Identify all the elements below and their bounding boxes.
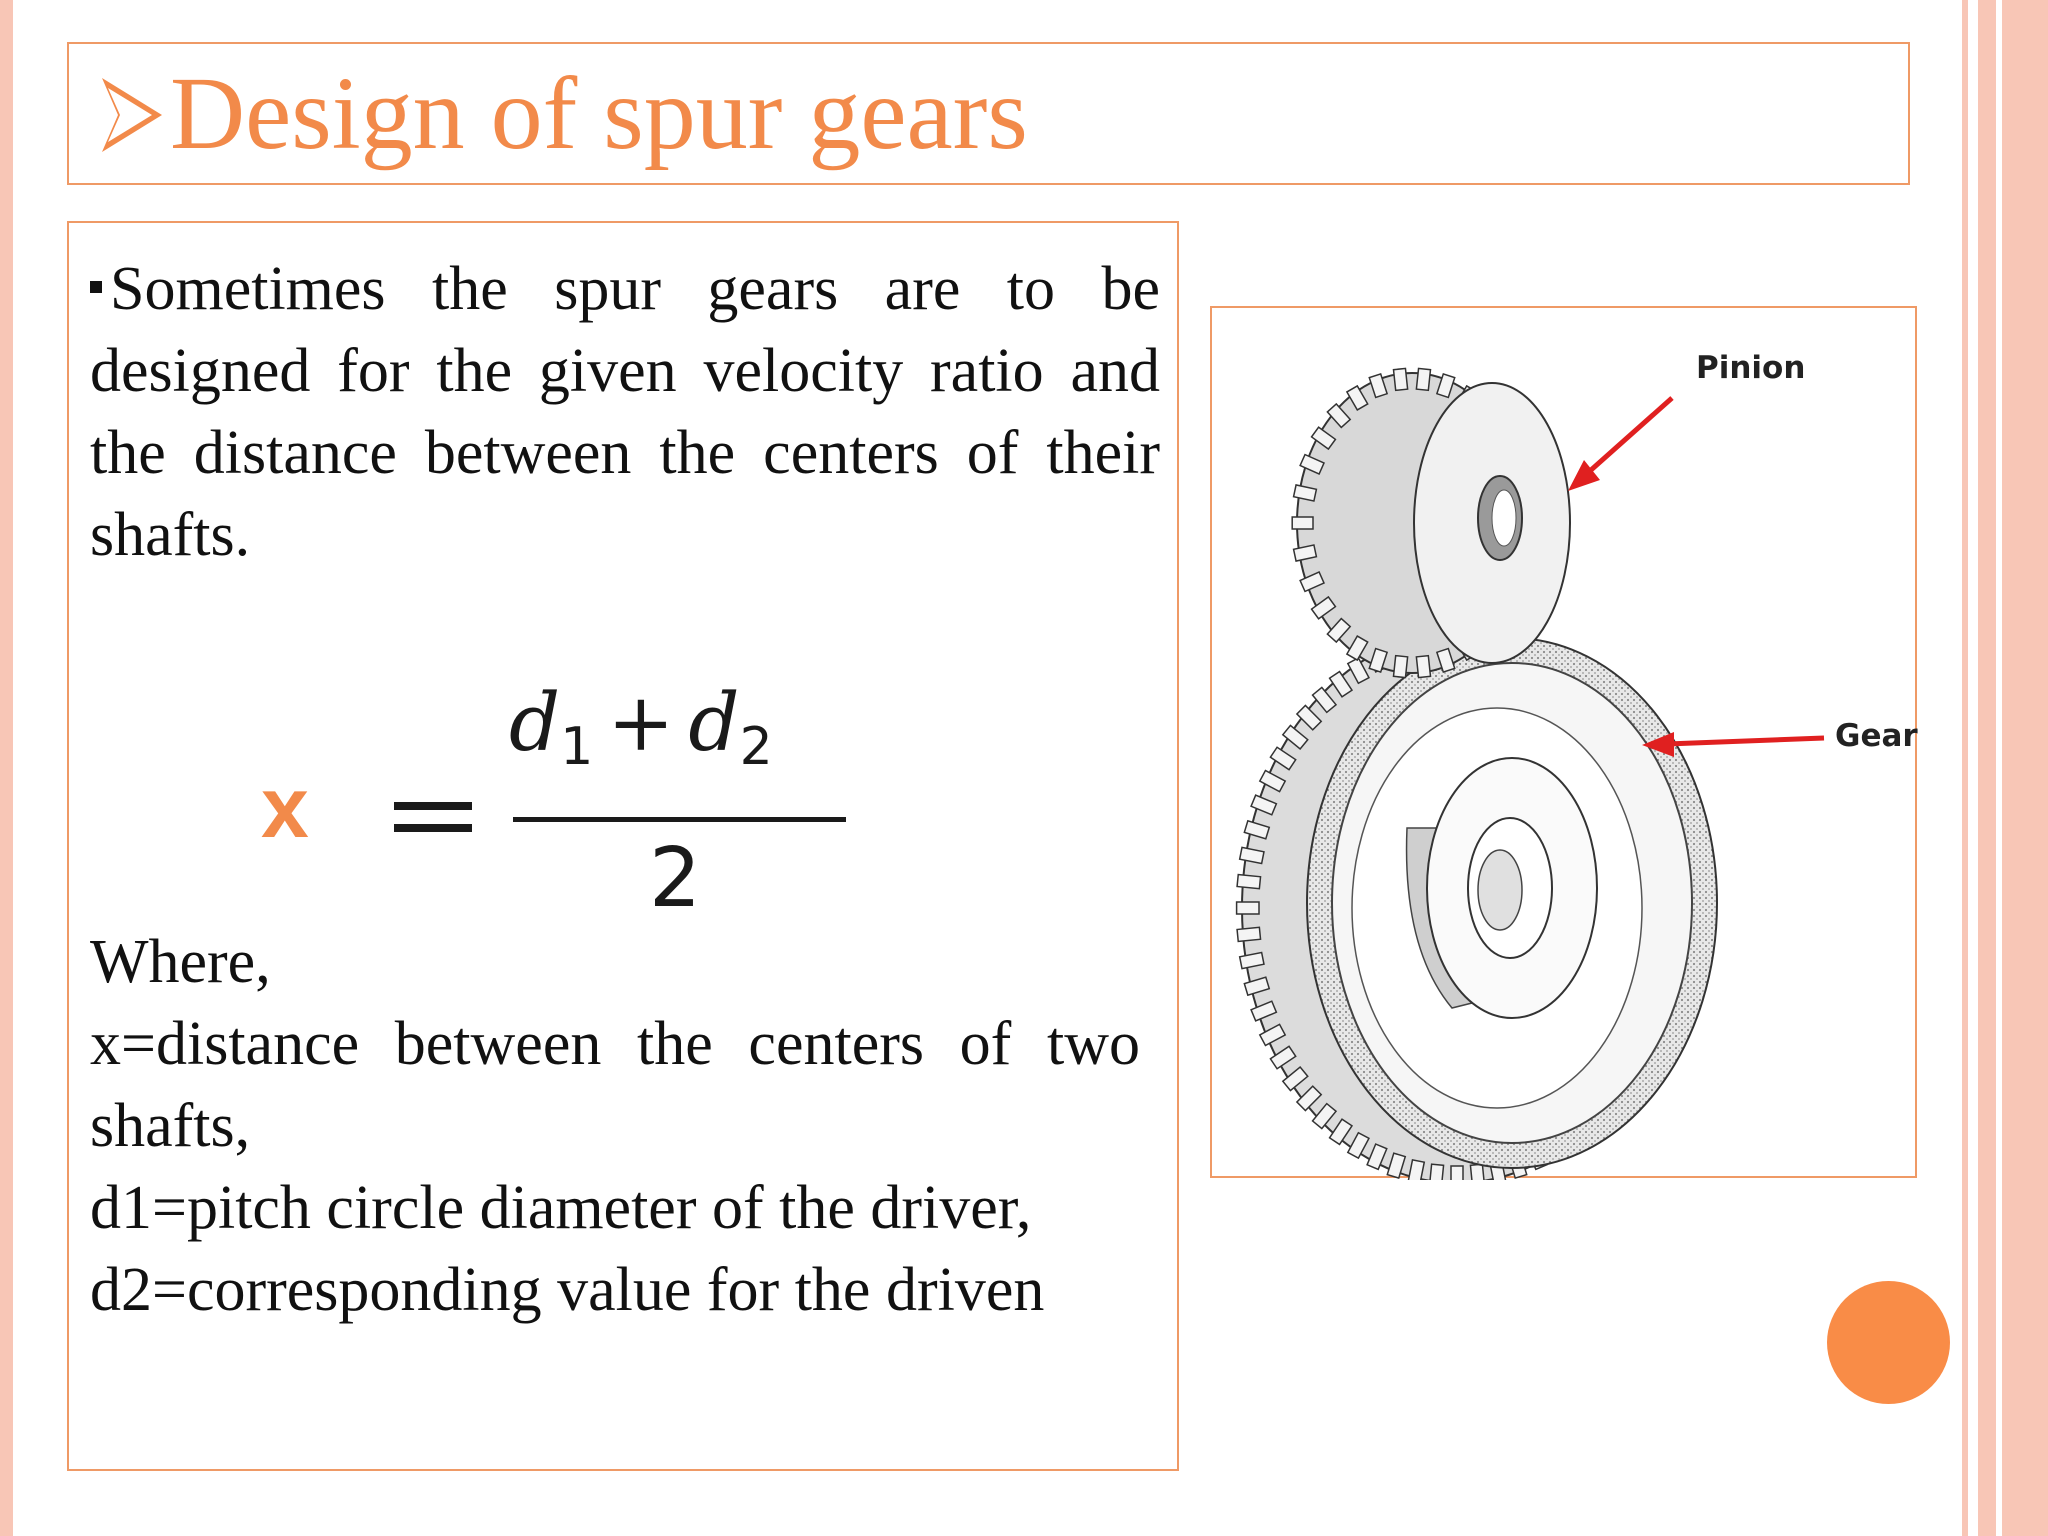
gear-tooth [1299,571,1325,593]
formula-lhs: x [261,760,309,856]
gear-tooth [1386,1152,1407,1180]
gear-tooth [1435,372,1456,399]
gear-tooth [1328,670,1354,698]
formula-d1-subscript: 1 [560,717,594,777]
gear-tooth [1292,484,1318,502]
gear-tooth [1236,873,1262,890]
gear-tooth [1235,901,1260,915]
intro-text: Sometimes the spur gears are to be desig… [90,255,1160,569]
gear-tooth [1291,516,1314,530]
gear-tooth [1281,1065,1309,1092]
decorative-circle [1827,1281,1950,1404]
gear-tooth [1258,1023,1287,1047]
gear-tooth [1269,746,1297,771]
gear-large [1235,626,1718,1180]
gear-tooth [1310,595,1337,620]
gear-tooth [1392,367,1409,392]
where-line-x: x=distance between the centers of two sh… [90,1010,1140,1160]
intro-paragraph: Sometimes the spur gears are to be desig… [90,248,1160,576]
gear-tooth [1250,794,1278,816]
gear-tooth [1346,1131,1370,1160]
where-line-d2: d2=corresponding value for the driven [90,1256,1045,1324]
formula-d2-subscript: 2 [739,717,773,777]
gear-tooth [1326,402,1352,429]
content-box: Sometimes the spur gears are to be desig… [67,221,1179,1471]
gear-tooth [1295,704,1323,731]
right-decor-bar-thin [1962,0,1968,1536]
gear-tooth [1435,647,1456,674]
formula-d2: d [688,676,740,769]
gear-tooth [1346,656,1370,685]
gear-tooth [1311,686,1338,714]
gear-tooth [1415,654,1432,679]
gear-tooth [1310,426,1337,451]
formula-denominator: 2 [649,831,702,926]
gear-tooth [1292,544,1318,562]
gear-tooth [1258,769,1287,793]
gear-figure: Pinion Gear [1210,306,1918,1180]
gear-tooth [1299,453,1325,475]
gear-tooth [1345,635,1369,662]
gear-tooth [1311,1102,1338,1130]
gear-label: Gear [1835,718,1918,754]
pinion-label: Pinion [1696,350,1806,386]
gear-tooth [1345,384,1369,411]
gear-tooth [1236,926,1262,943]
pinion-arrow [1568,396,1674,491]
gear-tooth [1366,1143,1388,1171]
right-decor-bar-mid [1978,0,1996,1536]
gear-tooth [1415,367,1432,392]
gear-tooth [1250,1000,1278,1022]
formula-equals-sign [394,802,472,842]
title-box: Design of spur gears [67,42,1910,185]
gear-tooth [1295,1085,1323,1112]
gear-tooth [1328,1118,1354,1146]
gear-arrow [1642,732,1825,757]
gear-illustration [1235,367,1825,1180]
left-decor-bar [0,0,13,1536]
gear-tooth [1326,617,1352,644]
gear-tooth [1392,654,1409,679]
formula-fraction-bar [513,817,846,822]
gear-tooth [1238,951,1265,970]
where-heading: Where, [90,928,271,996]
where-line-d1: d1=pitch circle diameter of the driver, [90,1174,1032,1242]
arrowhead-bullet-icon [102,78,162,152]
gear-pinion [1291,367,1571,679]
formula-d1: d [509,676,561,769]
formula-plus: + [607,676,675,769]
gear-tooth [1238,846,1265,865]
slide-title: Design of spur gears [96,62,1028,166]
gear-tooth [1407,1158,1426,1180]
gear-tooth [1368,647,1389,674]
slide-title-text: Design of spur gears [170,56,1028,171]
right-decor-bar-wide [2002,0,2048,1536]
gear-tooth [1269,1045,1297,1070]
gear-tooth [1243,819,1271,840]
square-bullet-icon [90,281,102,293]
gear-tooth [1368,372,1389,399]
where-block: Where, x=distance between the centers of… [90,921,1140,1331]
gear-tooth [1243,976,1271,997]
gear-tooth [1281,724,1309,751]
gear-tooth [1469,1163,1486,1180]
gear-tooth [1450,1165,1464,1180]
formula-numerator: d1+d2 [509,673,869,797]
gear-tooth [1428,1163,1445,1180]
